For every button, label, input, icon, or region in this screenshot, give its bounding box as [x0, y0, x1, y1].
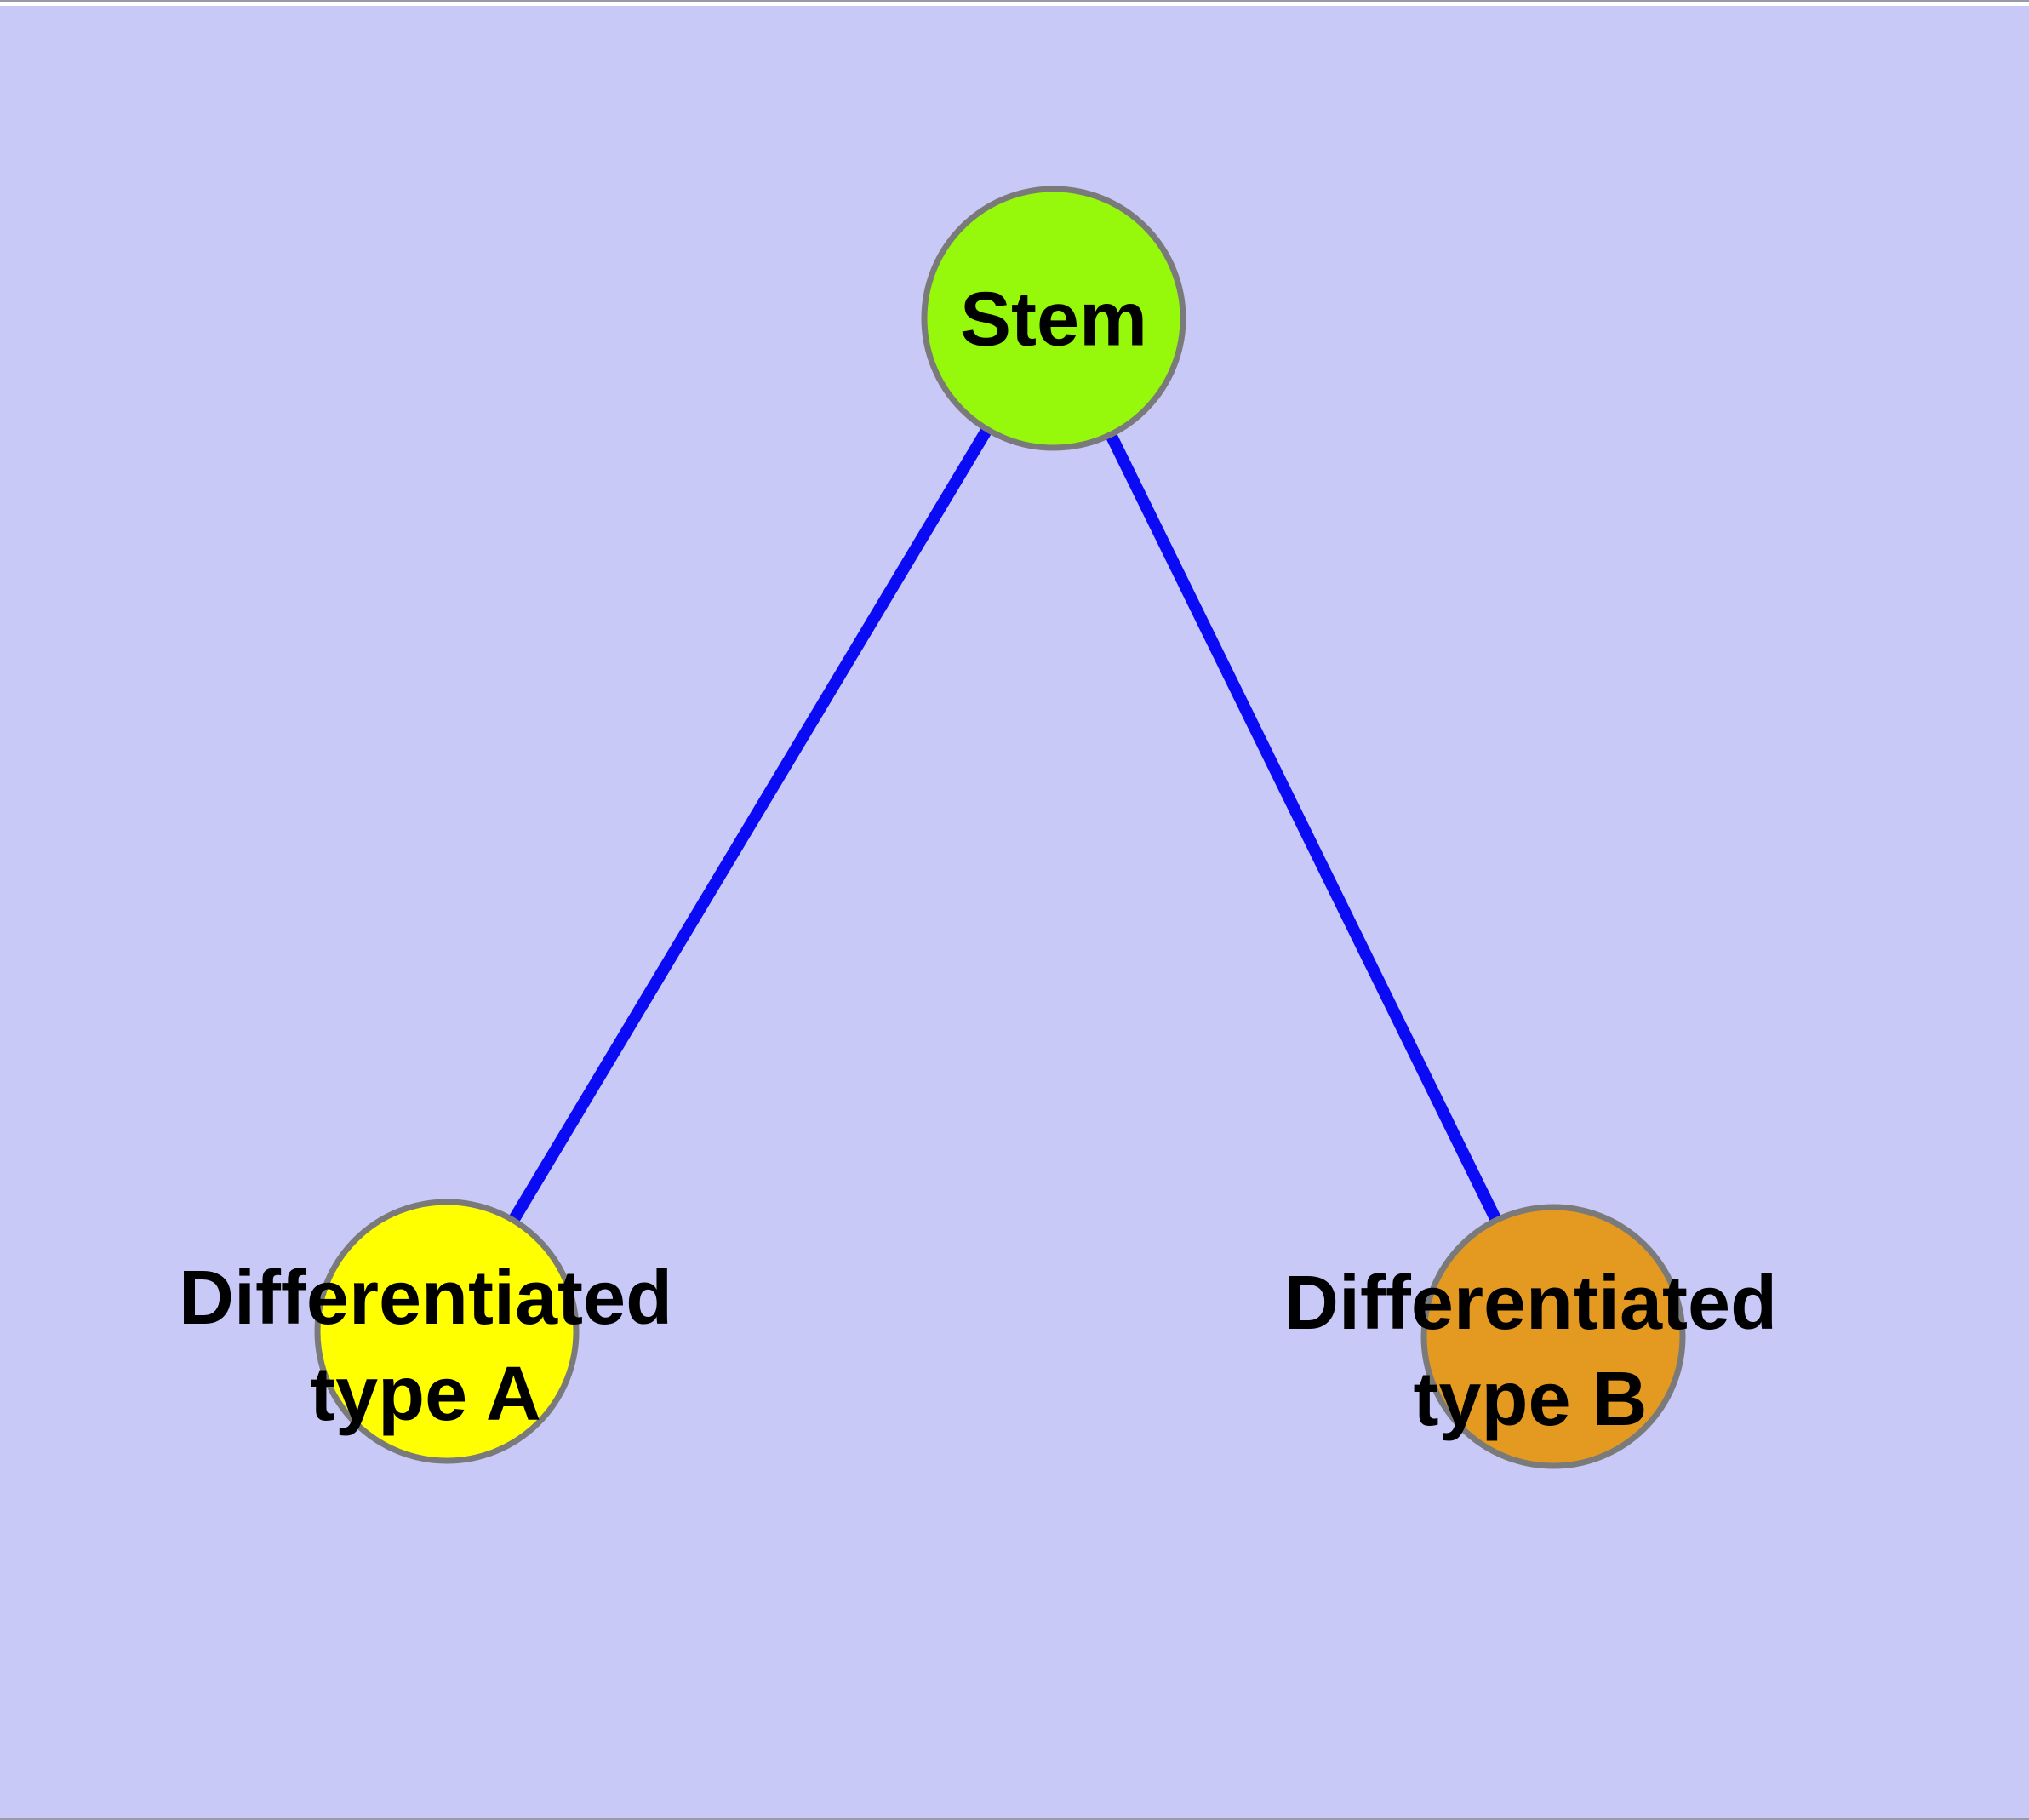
- node-type-a-label-line-2: type A: [310, 1352, 541, 1437]
- node-type-a-circle: [314, 1199, 580, 1464]
- edge-stem-to-type-a: [441, 315, 1060, 1335]
- node-stem-label: Stem: [960, 272, 1147, 369]
- edge-stem-to-type-b: [1048, 315, 1559, 1340]
- node-stem-label-line: Stem: [959, 277, 1148, 363]
- node-type-b-label: Differentiated type B: [1283, 1256, 1777, 1448]
- node-type-b-label-line-2: type B: [1413, 1357, 1648, 1442]
- bottom-window-edge: [0, 1818, 2029, 1820]
- node-type-b-label-line-1: Differentiated: [1283, 1261, 1778, 1346]
- node-type-a-label-line-1: Differentiated: [178, 1256, 673, 1341]
- node-stem-circle: [921, 186, 1186, 451]
- top-window-edge: [0, 0, 2029, 6]
- node-type-b-circle: [1420, 1204, 1686, 1469]
- node-type-a-label: Differentiated type A: [179, 1251, 672, 1443]
